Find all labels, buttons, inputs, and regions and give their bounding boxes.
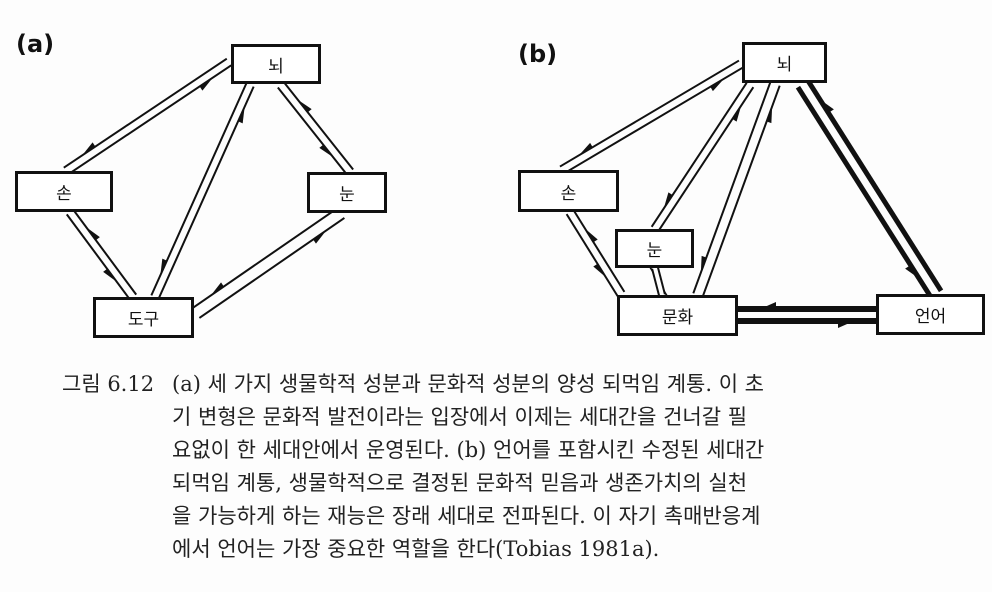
panel_b-edge-eye-culture: [656, 266, 666, 295]
arrowhead-icon: [700, 255, 706, 273]
panel_b-edge-brain-language: [805, 79, 944, 293]
arrowhead-icon: [578, 142, 593, 156]
arrowhead-icon: [103, 269, 117, 282]
panel_b-edge-brain-eye: [657, 86, 755, 232]
panel_b-edge-brain-language: [795, 85, 934, 299]
arrowhead-icon: [838, 321, 854, 328]
panel_b-edge-brain-hand: [559, 59, 740, 168]
panel_a-edge-brain-tool: [157, 86, 255, 300]
arrowhead-icon: [86, 227, 100, 240]
panel_a-edge-brain-eye: [283, 81, 354, 171]
arrowhead-icon: [82, 142, 96, 156]
caption-line: (a) 세 가지 생물학적 성분과 문화적 성분의 양성 되먹임 계통. 이 초: [172, 372, 765, 396]
arrowhead-icon: [319, 145, 334, 158]
caption-line: 요없이 한 세대안에서 운영된다. (b) 언어를 포함시킨 수정된 세대간: [172, 438, 765, 462]
panel_a-edge-brain-eye: [277, 86, 348, 176]
caption-label: 그림 6.12: [62, 372, 155, 396]
panel_b-edge-brain-eye: [650, 82, 748, 228]
arrowhead-icon: [663, 192, 673, 209]
panel-a-node-brain: 뇌: [231, 44, 321, 84]
panel_a-edge-brain-hand: [63, 57, 228, 169]
arrowhead-icon: [585, 228, 598, 242]
panel-b-node-hand: 손: [518, 170, 619, 212]
panel_a-edge-eye-tool: [198, 217, 345, 319]
caption-line: 에서 언어는 가장 중요한 역할을 한다(Tobias 1981a).: [172, 537, 660, 561]
arrowhead-icon: [297, 99, 312, 112]
arrowhead-icon: [760, 302, 776, 309]
panel-a-node-tool: 도구: [93, 297, 194, 338]
panel_b-edge-brain-culture: [701, 85, 781, 298]
arrowhead-icon: [199, 77, 213, 91]
panel_b-edge-brain-culture: [692, 81, 772, 294]
arrowhead-icon: [313, 230, 327, 244]
panel_b-edge-brain-hand: [563, 66, 744, 175]
arrowhead-icon: [210, 282, 224, 296]
panel-b-node-brain: 뇌: [742, 42, 827, 83]
panel-a-node-hand: 손: [15, 171, 113, 212]
arrowhead-icon: [238, 106, 245, 124]
arrowhead-icon: [905, 265, 920, 279]
arrowhead-icon: [160, 258, 167, 276]
panel_b-edge-hand-culture: [572, 209, 626, 293]
panel-b-node-language: 언어: [876, 294, 985, 335]
panel-b-node-culture: 문화: [617, 295, 738, 336]
arrowhead-icon: [710, 78, 725, 92]
arrowhead-icon: [593, 264, 606, 278]
panel_b-edge-eye-culture: [651, 268, 661, 297]
arrowhead-icon: [767, 106, 773, 124]
panel-b-label: (b): [518, 40, 558, 68]
panel_a-edge-hand-tool: [72, 209, 138, 296]
arrowhead-icon: [732, 105, 742, 122]
panel-a-node-eye: 눈: [307, 172, 387, 213]
panel-b-node-eye: 눈: [615, 229, 694, 268]
caption-line: 기 변형은 문화적 발전이라는 입장에서 이제는 세대간을 건너갈 필: [172, 405, 748, 429]
caption-line: 되먹임 계통, 생물학적으로 결정된 문화적 믿음과 생존가치의 실천: [172, 471, 748, 495]
panel_a-edge-brain-hand: [67, 64, 232, 176]
panel-a-label: (a): [16, 30, 55, 58]
caption-line: 을 가능하게 하는 재능은 장래 세대로 전파된다. 이 자기 촉매반응계: [172, 504, 761, 528]
panel_a-edge-eye-tool: [192, 207, 339, 309]
panel_a-edge-brain-tool: [150, 82, 248, 296]
panel_a-edge-hand-tool: [65, 213, 131, 300]
caption-text: (a) 세 가지 생물학적 성분과 문화적 성분의 양성 되먹임 계통. 이 초…: [172, 368, 764, 566]
arrowhead-icon: [819, 99, 834, 113]
panel_b-edge-hand-culture: [565, 213, 619, 297]
